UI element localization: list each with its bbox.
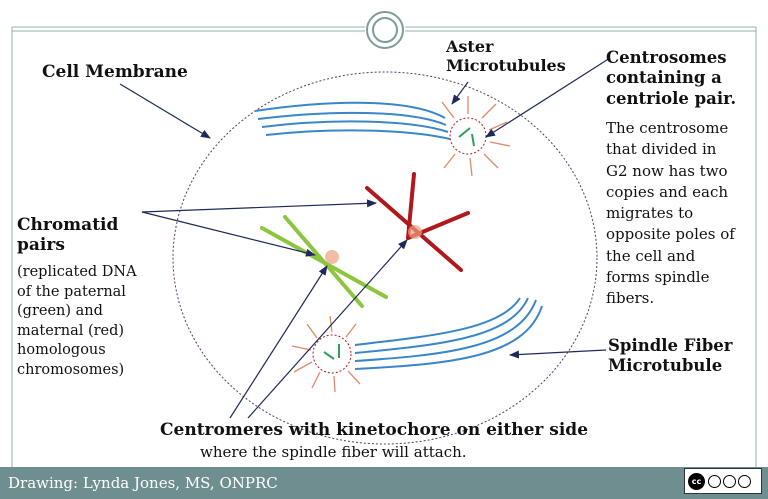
chromatid-desc-line: chromosomes) [17,361,125,378]
aster-microtubules-label: Aster Microtubules [446,37,566,76]
centrosome-desc-line: opposite poles of [606,225,735,244]
spindle-label-line: Microtubule [608,356,723,376]
centrosome-description: The centrosome that divided in G2 now ha… [606,118,735,310]
drawing-credit: Drawing: Lynda Jones, MS, ONPRC [8,474,278,492]
centrosome-title: Centrosomes containing a centriole pair. [606,48,736,109]
centrosome-desc-line: copies and each [606,182,729,201]
by-icon [708,474,721,488]
centrosome-desc-line: forms spindle [606,268,710,287]
centrosome-desc-line: fibers. [606,289,655,308]
centrosome-desc-line: migrates to [606,204,694,223]
centrosome-title-line: containing a [606,68,722,88]
arrow-centromere-green [229,265,328,419]
lower-spindle-fibers [354,297,543,370]
annotation-arrows [119,57,611,419]
paternal-chromatid-pair [260,215,388,308]
header-ring-icon [366,11,404,49]
arrow-spindle [509,349,607,359]
arrow-aster [451,81,469,105]
arrow-centrosome [485,57,611,138]
centromere-subtitle: where the spindle fiber will attach. [200,443,467,461]
chromatid-title-line: pairs [17,235,65,256]
aster-label-line: Aster [446,37,494,56]
centromere-title: Centromeres with kinetochore on either s… [160,420,589,440]
lower-aster [291,315,361,393]
arrow-chromatid-red [141,199,377,213]
chromatid-description: (replicated DNA of the paternal (green) … [17,263,137,380]
chromatid-title-line: Chromatid [17,215,119,235]
centrosome-title-line: centriole pair. [606,88,737,108]
header-rule [11,26,757,467]
sa-icon [738,474,751,488]
aster-label-line: Microtubules [446,55,566,75]
arrow-cell-membrane [119,83,211,139]
maternal-chromatid-pair [365,172,470,272]
upper-aster [441,96,511,177]
spindle-label-line: Spindle Fiber [608,336,733,355]
arrow-chromatid-green [141,211,316,257]
paternal-centromere [325,250,339,264]
centrosome-desc-line: G2 now has two [606,161,728,180]
chromatid-desc-line: homologous [17,342,106,359]
chromatid-desc-line: (replicated DNA [17,264,137,280]
creative-commons-badge[interactable]: cc [684,468,762,494]
centrosome-desc-line: the cell and [606,246,696,265]
chromatid-desc-line: (green) and [17,303,103,320]
centrosome-title-line: Centrosomes [606,48,727,67]
centrosome-desc-line: The centrosome [606,119,729,137]
cell-membrane [172,71,598,445]
chromatid-desc-line: maternal (red) [17,322,125,339]
maternal-centromere [408,225,422,239]
footer-bar [0,467,768,499]
chromatid-pairs-title: Chromatid pairs [17,215,118,256]
centrosome-desc-line: that divided in [606,140,717,159]
cell-membrane-label: Cell Membrane [42,62,188,82]
spindle-fiber-label: Spindle Fiber Microtubule [608,336,732,377]
arrow-centromere-red [247,239,408,419]
cc-logo-icon: cc [688,472,705,490]
upper-spindle-fibers [254,101,451,140]
nc-icon [723,474,736,488]
chromatid-desc-line: of the paternal [17,283,126,300]
